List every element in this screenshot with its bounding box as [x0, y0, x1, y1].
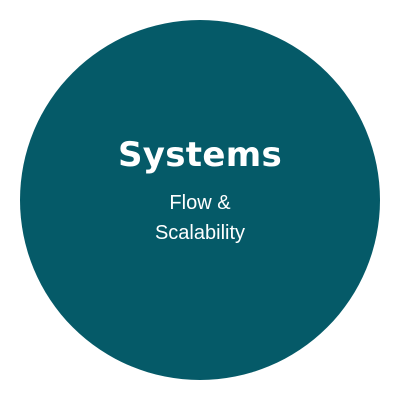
subtitle-line-1: Flow &: [169, 192, 231, 214]
subtitle-line-2: Scalability: [154, 222, 246, 244]
circle-title: Systems: [118, 135, 282, 175]
circle-subtitle: Flow & Scalability: [155, 188, 245, 248]
systems-circle: Systems Flow & Scalability: [20, 20, 380, 380]
